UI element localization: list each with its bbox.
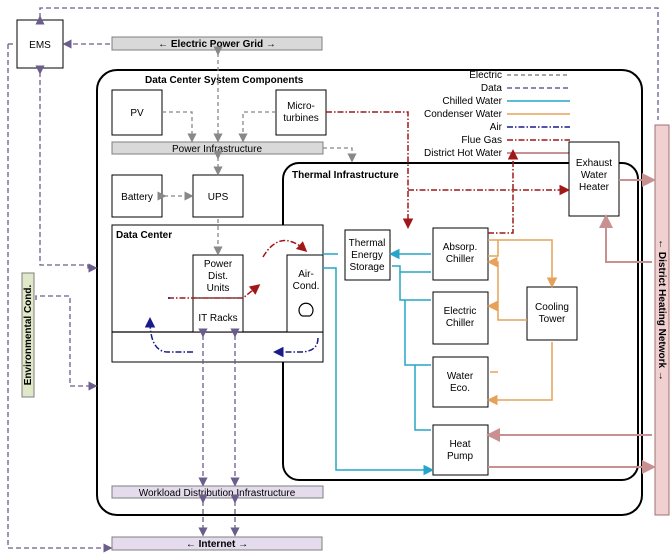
heat-pump-label-2: Pump [447,451,474,462]
storage-label-1: Thermal [349,238,386,249]
legend-label-flue-gas: Flue Gas [461,135,502,146]
flue-line-turbines-absorp [326,111,414,229]
exhaust-heater-label-3: Heater [579,182,610,193]
chill-aircond-hp [322,267,434,476]
pdu-label-1: Power [204,259,233,270]
electric-chiller-box [432,291,489,345]
pv-label: PV [130,108,144,119]
battery-box [111,174,163,218]
condenser-water-connections [487,239,558,406]
chill-eco-in [404,300,431,366]
legend-label-condenser-water: Condenser Water [424,109,503,120]
fan-icon [298,302,314,317]
air-cond-label-2: Cond. [293,281,320,292]
cond-tower-absorp [487,256,527,321]
data-line-ems-system [35,65,98,273]
data-center-title: Data Center [116,230,172,241]
chilled-water-connections [322,248,434,476]
storage-label-2: Energy [351,250,383,261]
data-connections [7,7,659,553]
thermal-energy-storage-box [344,229,391,281]
chill-hp-in [414,365,431,431]
electric-line-pv-power [162,111,197,143]
legend-label-air: Air [490,122,503,133]
legend: Electric Data Chilled Water Condenser Wa… [424,70,570,159]
electric-power-grid-label: ← Electric Power Grid → [158,39,276,50]
it-racks-box [192,297,244,333]
system-components-title: Data Center System Components [145,75,304,86]
electric-line-power-thermal [323,147,357,163]
district-heating-network-label: ← District Heating Network → [656,239,667,381]
flue-line-absorp-out [488,190,514,234]
heat-pump-label-1: Heat [449,439,470,450]
district-heating-network-bar [654,124,670,516]
cooling-tower-label-2: Tower [539,314,566,325]
cond-absorp-out [488,240,499,257]
heat-pump-box [432,424,489,476]
cond-tower-eco [487,342,553,406]
air-cond-box [286,254,324,333]
exhaust-heater-label-2: Water [581,170,608,181]
microturbines-label-1: Micro- [287,101,315,112]
microturbines-box [275,89,327,136]
legend-label-chilled-water: Chilled Water [442,96,502,107]
cond-absorp-tower [488,239,558,288]
absorp-chiller-label-1: Absorp. [443,242,477,253]
ems-label: EMS [29,40,51,51]
power-infrastructure-label: Power Infrastructure [172,144,262,155]
district-hot-water-connections [486,173,656,474]
electric-chiller-label-2: Chiller [446,318,475,329]
internet-label: ← Internet → [186,539,248,550]
exhaust-water-heater-box [568,141,620,217]
microturbines-label-2: turbines [283,113,319,124]
cooling-tower-label-1: Cooling [535,302,569,313]
chill-electric-in [399,272,431,301]
environmental-conditions-bar [21,272,35,398]
air-cold-supply [273,337,319,358]
pdu-box [192,254,244,299]
environmental-conditions-label: Environmental Cond. [23,284,34,385]
water-eco-label-2: Eco. [450,383,470,394]
absorp-chiller-label-2: Chiller [446,254,475,265]
exhaust-heater-label-1: Exhaust [576,158,612,169]
it-racks-label: IT Racks [198,313,237,324]
chill-storage-return [392,265,431,273]
data-line-ems-internet [7,44,113,553]
pdu-label-3: Units [207,283,230,294]
data-line-env-system [35,295,98,391]
flue-gas-connections [326,111,570,234]
ups-box [192,174,244,218]
air-cond-label-1: Air- [298,269,314,280]
air-hot-exhaust [168,284,261,299]
absorption-chiller-box [432,227,489,281]
workload-distribution-bar [111,485,324,499]
thermal-infrastructure-title: Thermal Infrastructure [292,170,399,181]
air-cold-to-racks [144,317,193,353]
cooling-tower-box [526,286,578,341]
system-components-frame [96,69,643,516]
battery-label: Battery [121,192,153,203]
legend-label-electric: Electric [469,70,502,81]
air-connections [144,239,319,358]
pdu-label-2: Dist. [208,271,228,282]
data-line-ems-dhn [35,7,659,120]
water-eco-label-1: Water [447,371,474,382]
ups-label: UPS [208,192,229,203]
workload-distribution-label: Workload Distribution Infrastructure [139,488,296,499]
electric-connections [157,46,357,256]
legend-label-district-hot-water: District Hot Water [424,148,503,159]
storage-label-3: Storage [349,262,384,273]
electric-chiller-label-1: Electric [444,306,477,317]
air-hot-return [262,239,308,258]
hot-dhn-exhaust [599,214,652,263]
pv-box [111,89,163,136]
legend-label-data: Data [481,83,503,94]
water-economizer-box [432,356,489,408]
electric-line-turbines-power [238,111,276,143]
